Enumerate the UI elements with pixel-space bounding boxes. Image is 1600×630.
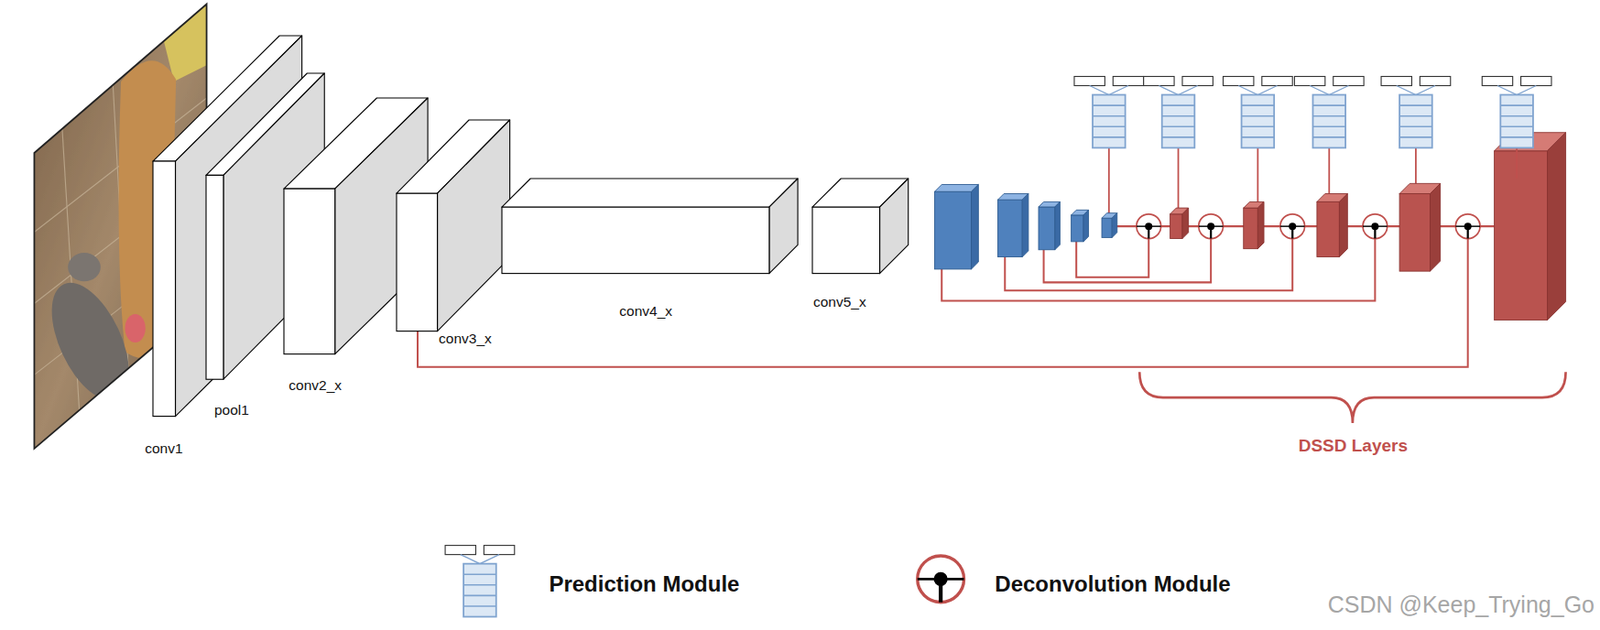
ssd-feature-maps (934, 185, 1117, 270)
artwork-shape (1170, 214, 1183, 240)
artwork-shape (1111, 213, 1118, 239)
block-side-face (769, 178, 798, 274)
deconvolution-module (1198, 214, 1224, 240)
artwork-shape (1177, 147, 1180, 208)
layer-label: conv2_x (288, 378, 342, 393)
artwork-shape (1430, 183, 1441, 272)
prediction-link (1515, 147, 1518, 178)
dssd-feature-maps (1170, 132, 1567, 321)
skip-line (1076, 239, 1149, 278)
block-outline (812, 178, 909, 274)
layer-label: conv1 (144, 441, 183, 457)
photo-cat-head (67, 252, 101, 282)
artwork-shape (1257, 201, 1264, 249)
artwork-shape (997, 199, 1023, 257)
block-front-face (152, 161, 176, 417)
artwork-shape (1182, 207, 1189, 239)
prediction-module (1294, 76, 1364, 148)
watermark: CSDN @Keep_Trying_Go (1327, 593, 1595, 617)
artwork-shape (1108, 147, 1111, 218)
artwork-shape (1414, 147, 1417, 184)
layer-label: pool1 (214, 402, 250, 418)
block-front-face (206, 175, 224, 381)
legend-label: Prediction Module (548, 573, 740, 596)
block-outline (501, 178, 798, 274)
block-side-face (879, 178, 908, 274)
artwork-shape (1083, 209, 1089, 242)
feature-map-block: conv3_x (396, 119, 511, 332)
block-front-face (812, 206, 881, 273)
block-side-face (437, 119, 511, 332)
layer-label: conv4_x (619, 304, 673, 319)
artwork-shape (1327, 147, 1330, 194)
artwork-shape (1055, 201, 1061, 250)
artwork-shape (934, 191, 971, 270)
block-top-face (501, 178, 798, 207)
block-outline (396, 119, 511, 332)
legend-deconvolution-symbol (917, 555, 965, 603)
artwork-shape (1071, 215, 1084, 242)
block-front-face (501, 206, 770, 273)
deconvolution-module (1136, 214, 1162, 240)
layer-label: conv3_x (438, 331, 492, 347)
artwork-shape (1494, 151, 1548, 321)
deconvolution-module (1280, 214, 1306, 240)
feature-map-block: conv4_x (501, 178, 798, 274)
artwork-shape (1101, 217, 1112, 238)
prediction-module (1223, 76, 1294, 148)
block-front-face (283, 188, 336, 354)
block-front-face (396, 194, 438, 332)
feature-map-block: conv5_x (812, 178, 909, 274)
prediction-module (1381, 76, 1451, 148)
prediction-module (1143, 76, 1214, 148)
artwork-shape (971, 185, 980, 270)
group-label: DSSD Layers (1298, 436, 1408, 455)
artwork-shape (1547, 132, 1567, 321)
artwork-shape (1038, 206, 1056, 251)
artwork-shape (1338, 194, 1348, 258)
artwork-shape (1399, 194, 1430, 273)
dssd-bracket (1139, 371, 1566, 424)
artwork-shape (1256, 147, 1259, 202)
artwork-shape (1022, 194, 1029, 258)
deconvolution-module (1362, 214, 1388, 240)
skip-line (1044, 239, 1212, 283)
legend-label: Deconvolution Module (994, 573, 1230, 596)
prediction-module (1074, 76, 1144, 148)
photo-cat (35, 271, 145, 412)
layer-label: conv5_x (813, 294, 867, 310)
deconvolution-module (1455, 214, 1481, 240)
legend-prediction-symbol (445, 545, 515, 618)
photo-dog-mouth (125, 314, 146, 343)
prediction-module (1481, 76, 1552, 148)
artwork-shape (1243, 207, 1259, 250)
artwork-shape (1317, 201, 1339, 257)
